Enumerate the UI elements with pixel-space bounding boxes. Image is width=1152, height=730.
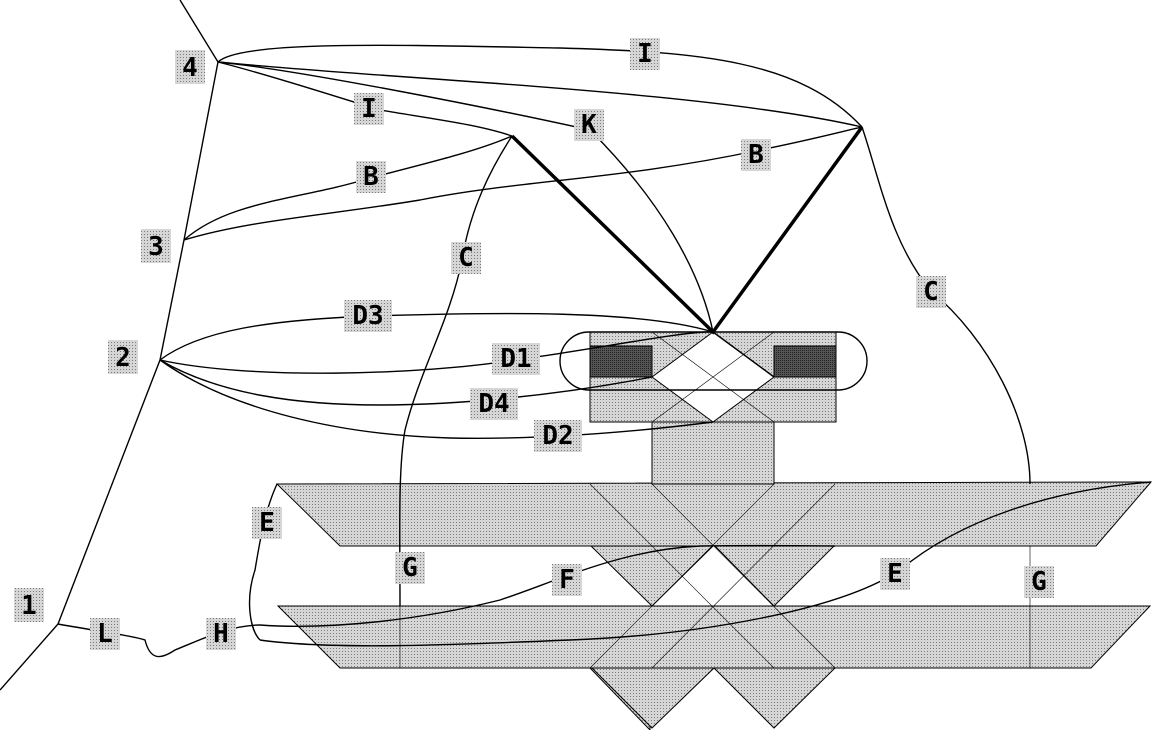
svg-text:H: H [213, 619, 229, 649]
svg-text:B: B [363, 162, 379, 192]
svg-text:3: 3 [148, 232, 164, 262]
label-b-left: B [356, 161, 386, 193]
label-node-3: 3 [141, 229, 171, 263]
upper-platform [275, 481, 1152, 547]
svg-text:D1: D1 [500, 344, 531, 374]
label-l: L [90, 618, 120, 650]
svg-text:E: E [887, 559, 903, 589]
curve-b-right [183, 126, 863, 241]
lower-platform [276, 605, 1152, 669]
label-node-2: 2 [108, 340, 138, 374]
svg-text:4: 4 [182, 53, 198, 83]
curve-d-right [712, 331, 775, 378]
svg-text:1: 1 [21, 591, 37, 621]
label-g-left: G [395, 552, 425, 584]
svg-text:C: C [458, 243, 474, 273]
svg-text:D4: D4 [478, 389, 509, 419]
curve-e-right [259, 481, 1152, 647]
label-d1: D1 [492, 343, 540, 375]
label-b-right: B [741, 139, 771, 171]
svg-text:F: F [559, 565, 575, 595]
column [651, 421, 775, 485]
structure [275, 331, 1152, 730]
label-d3: D3 [344, 300, 392, 332]
label-c-right: C [916, 276, 946, 308]
bottom-triangles [590, 667, 837, 729]
label-k: K [574, 109, 604, 141]
curve-b-left [183, 135, 513, 241]
label-node-4: 4 [175, 50, 205, 84]
label-i-top: I [630, 38, 660, 70]
label-g-right: G [1024, 566, 1054, 598]
curve-d4 [159, 359, 653, 406]
labels: 1 2 3 4 I I K B [14, 38, 1054, 650]
svg-text:C: C [923, 277, 939, 307]
curve-d2 [159, 359, 714, 439]
block-diagonals [399, 331, 1031, 669]
curve-i-top [217, 44, 863, 128]
svg-text:2: 2 [115, 343, 131, 373]
thick-v [510, 125, 864, 335]
svg-text:E: E [259, 508, 275, 538]
curve-4-to-right [217, 61, 863, 128]
label-node-1: 1 [14, 588, 44, 622]
label-d4: D4 [470, 388, 518, 420]
svg-text:L: L [97, 619, 113, 649]
label-e-right: E [880, 558, 910, 590]
svg-text:G: G [402, 553, 418, 583]
svg-text:B: B [748, 140, 764, 170]
label-h: H [206, 618, 236, 650]
right-dark-block [773, 345, 837, 378]
svg-text:D2: D2 [542, 421, 573, 451]
left-dark-block [589, 345, 653, 378]
label-d2: D2 [534, 420, 582, 452]
svg-text:I: I [637, 39, 653, 69]
label-e-left: E [252, 507, 282, 539]
curve-c-left [399, 135, 513, 607]
svg-text:G: G [1031, 567, 1047, 597]
label-c-left: C [451, 242, 481, 274]
label-i-left: I [354, 93, 384, 125]
boundary-lines [0, 0, 219, 691]
svg-text:I: I [361, 94, 377, 124]
middle-diamond [588, 544, 837, 607]
label-f: F [552, 564, 582, 596]
svg-text:K: K [581, 110, 597, 140]
svg-text:D3: D3 [352, 301, 383, 331]
